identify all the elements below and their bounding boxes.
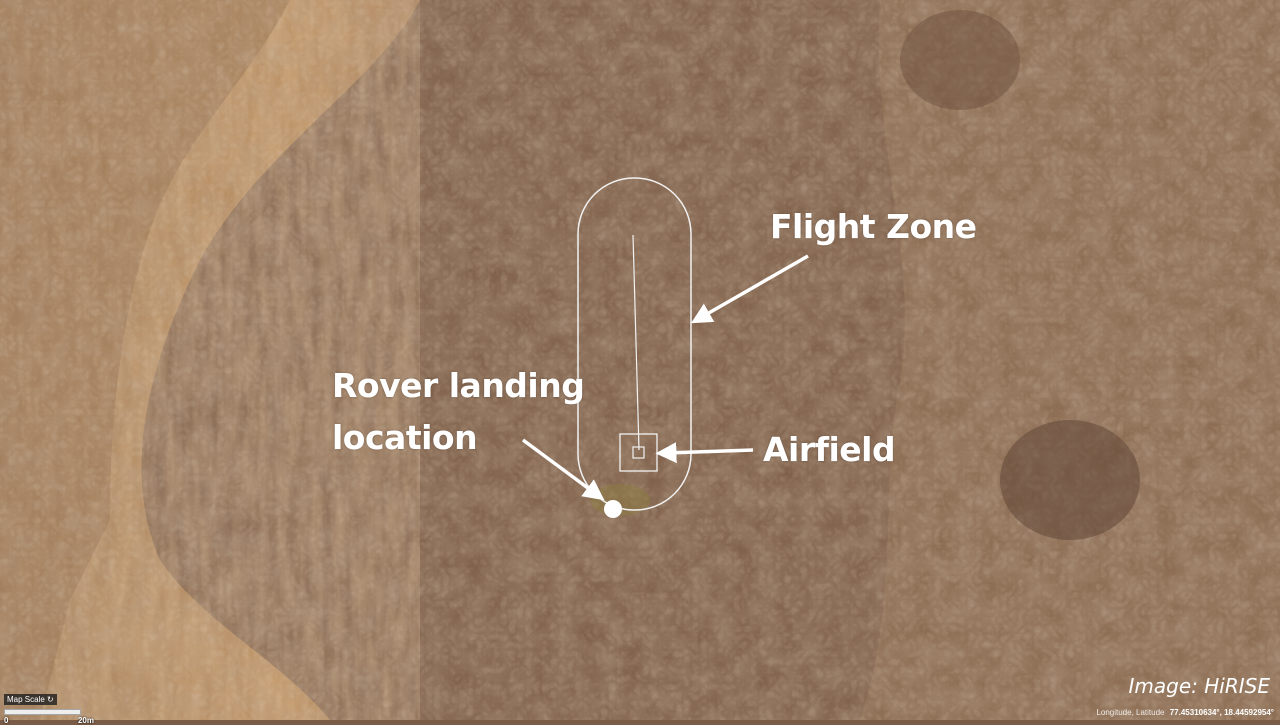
rover-landing-marker[interactable]: [604, 500, 622, 518]
map-scale-title: Map Scale: [7, 695, 45, 704]
rover-landing-label-line2: location: [332, 418, 478, 457]
coordinates-readout: Longitude, Latitude 77.45310634°, 18.445…: [1096, 708, 1274, 717]
flight-zone-outline[interactable]: [577, 177, 692, 511]
scale-ticks: 0 20m: [4, 716, 94, 725]
scale-min: 0: [4, 716, 9, 725]
airfield-label: Airfield: [763, 430, 896, 469]
flight-zone-label: Flight Zone: [770, 207, 977, 246]
rover-landing-label-line1: Rover landing: [332, 366, 585, 405]
airfield-arrow: [655, 442, 754, 464]
coordinates-value: 77.45310634°, 18.44592954°: [1169, 708, 1274, 717]
rover-landing-arrow: [521, 438, 605, 501]
flight-path-line: [632, 234, 640, 451]
scale-max: 20m: [77, 716, 94, 725]
scale-bar: [4, 709, 81, 715]
airfield-inner-box: [632, 446, 645, 459]
image-credit: Image: HiRISE: [1128, 674, 1270, 698]
reset-icon[interactable]: ↻: [47, 695, 54, 704]
flight-zone-arrow: [690, 254, 809, 324]
coordinates-label: Longitude, Latitude: [1096, 708, 1165, 717]
rover-landing-label: Rover landing location: [332, 360, 585, 464]
map-scale-toggle[interactable]: Map Scale ↻: [4, 694, 57, 705]
